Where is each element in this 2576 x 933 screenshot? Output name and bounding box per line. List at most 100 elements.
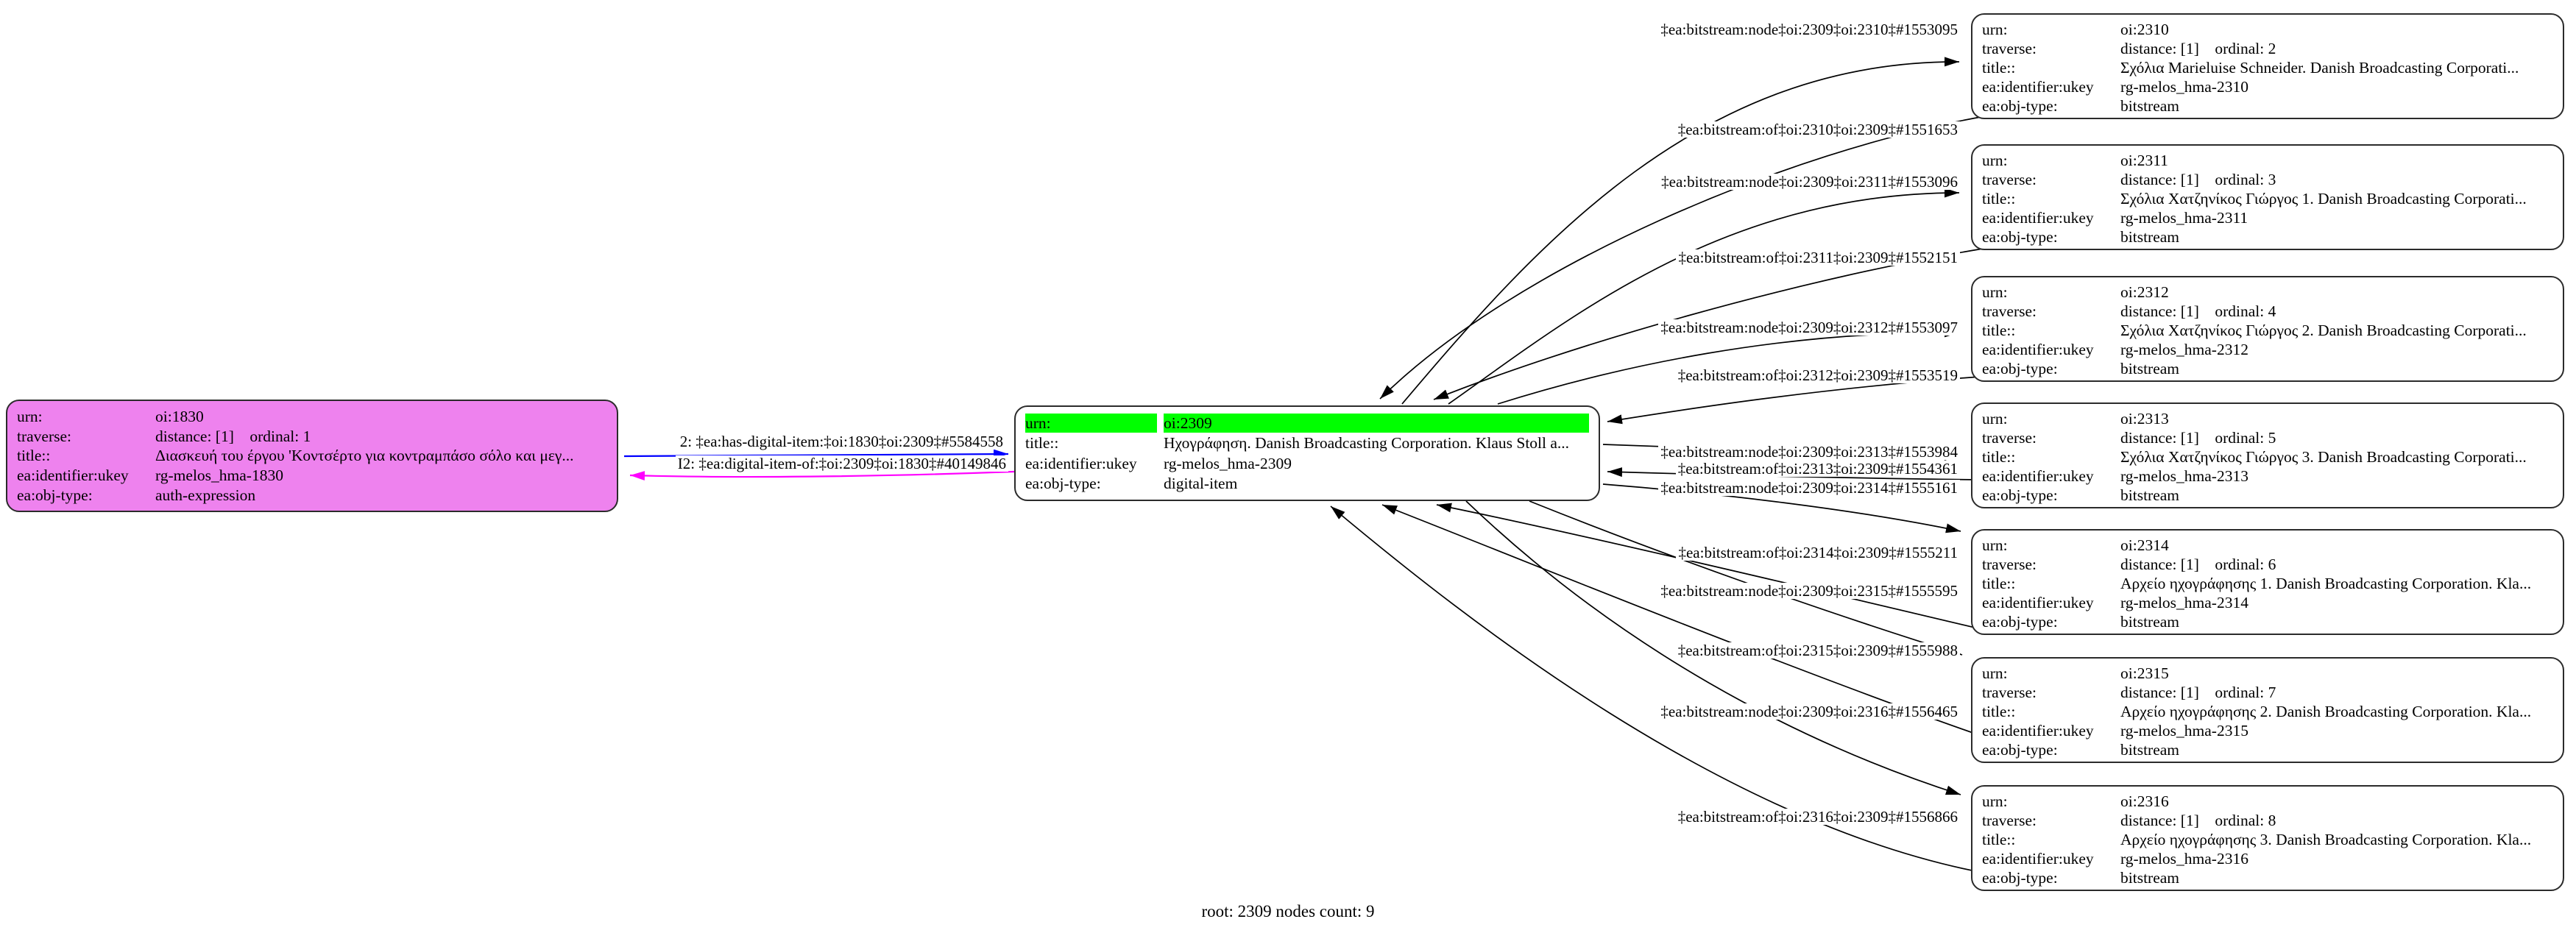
field-key: traverse: [1982,171,2037,188]
graph-node-oi-2316[interactable]: urn:oi:2316 traverse: distance: [1] ordin… [1971,785,2564,891]
field-value: oi:2311 [2120,152,2168,169]
field-key: ea:obj-type: [1982,869,2058,887]
edge-path [1602,483,1961,533]
field-key: ea:obj-type: [1982,360,2058,377]
field-key: title:: [1982,831,2016,848]
field-value: rg-melos_hma-2316 [2120,850,2248,868]
field-value: distance: [1] ordinal: 3 [2120,171,2276,188]
field-key: title:: [1982,59,2016,77]
field-value: Σχόλια Χατζηνίκος Γιώργος 1. Danish Broa… [2120,190,2527,207]
field-key: ea:identifier:ukey [1982,594,2094,611]
edge-path [1330,505,1984,873]
field-key: ea:identifier:ukey [1025,454,1137,472]
field-value: distance: [1] ordinal: 1 [155,427,311,445]
field-key: urn: [1982,283,2008,301]
edge-label: ‡ea:bitstream:node‡oi:2309‡oi:2316‡#1556… [1658,703,1960,720]
graph-node-oi-2315[interactable]: urn: oi:2315 traverse: distance: [1] ordin… [1971,657,2564,763]
field-row-traverse: traverse:distance: [1] ordinal: 6 [1982,555,2553,574]
field-row-title: title::Σχόλια Χατζηνίκος Γιώργος 1. Dani… [1982,189,2553,208]
field-key: ea:identifier:ukey [1982,341,2094,358]
field-value: Σχόλια Χατζηνίκος Γιώργος 2. Danish Broa… [2120,322,2527,339]
edge-path [629,470,1015,481]
edge-path [1529,500,1963,656]
edge-label: ‡ea:bitstream:node‡oi:2309‡oi:2311‡#1553… [1659,174,1960,190]
field-row-objtype: ea:obj-type:bitstream [1982,359,2553,378]
field-row-traverse: traverse: distance: [1] ordinal: 8 [1982,811,2553,830]
edge-path [1448,188,1960,405]
field-row-objtype: ea:obj-type: digital-item [1025,474,1589,493]
field-row-objtype: ea:obj-type:bitstream [1982,740,2553,759]
field-key: urn: [1982,21,2008,38]
field-row-urn: urn:oi:2316 [1982,792,2553,811]
graph-node-oi-2309-root[interactable]: urn: oi:2309 title:: Ηχογράφηση. Danish … [1014,405,1600,501]
edge-label: ‡ea:bitstream:node‡oi:2309‡oi:2315‡#1555… [1658,583,1960,599]
field-row-urn: urn:oi:2310 [1982,20,2553,39]
field-key: traverse: [17,427,72,445]
edge-label: ‡ea:bitstream:of‡oi:2316‡oi:2309‡#155686… [1675,809,1960,825]
field-key: urn: [17,407,43,425]
field-row-objtype: ea:obj-type: bitstream [1982,868,2553,887]
field-value: oi:1830 [155,407,204,425]
field-row-traverse: traverse: distance: [1] ordinal: 7 [1982,683,2553,702]
field-key: urn: [1025,413,1157,433]
field-value: Αρχείο ηχογράφησης 2. Danish Broadcastin… [2120,703,2532,720]
field-row-urn: urn:oi:2314 [1982,536,2553,555]
field-row-urn: urn: oi:2311 [1982,151,2553,170]
field-key: traverse: [1982,556,2037,573]
field-value: distance: [1] ordinal: 4 [2120,302,2276,320]
field-key: ea:obj-type: [1982,97,2058,115]
field-value: distance: [1] ordinal: 7 [2120,684,2276,701]
field-row-objtype: ea:obj-type: bitstream [1982,96,2553,116]
edge-label: ‡ea:bitstream:of‡oi:2312‡oi:2309‡#155351… [1675,367,1960,383]
graph-node-oi-1830[interactable]: urn: oi:1830 traverse: distance: [1] ord… [6,400,618,512]
graph-node-oi-2311[interactable]: urn: oi:2311 traverse: distance: [1] ordin… [1971,144,2564,250]
field-value: bitstream [2120,613,2180,631]
field-row-traverse: traverse: distance: [1] ordinal: 4 [1982,302,2553,321]
field-key: traverse: [1982,684,2037,701]
field-value: distance: [1] ordinal: 8 [2120,812,2276,829]
field-value: Διασκευή του έργου 'Κοντσέρτο για κοντρα… [155,447,574,465]
edge-label: ‡ea:bitstream:node‡oi:2309‡oi:2312‡#1553… [1658,319,1960,336]
field-key: urn: [1982,152,2008,169]
field-key: ea:identifier:ukey [1982,722,2094,739]
field-row-ukey: ea:identifier:ukey rg-melos_hma-2314 [1982,593,2553,612]
edge-label: ‡ea:bitstream:of‡oi:2311‡oi:2309‡#155215… [1676,249,1960,266]
edge-label: ‡ea:bitstream:of‡oi:2313‡oi:2309‡#155436… [1675,461,1960,477]
field-row-title: title::Σχόλια Marieluise Schneider. Dani… [1982,58,2553,77]
field-key: urn: [1982,792,2008,810]
field-key: traverse: [1982,302,2037,320]
edge-label: ‡ea:bitstream:node‡oi:2309‡oi:2310‡#1553… [1658,21,1960,38]
field-row-title: title::Αρχείο ηχογράφησης 1. Danish Broa… [1982,574,2553,593]
field-key: ea:identifier:ukey [1982,467,2094,485]
field-key: traverse: [1982,812,2037,829]
graph-node-oi-2312[interactable]: urn:oi:2312 traverse:distance: [1] ordin… [1971,276,2564,382]
edge-label: ‡ea:bitstream:of‡oi:2310‡oi:2309‡#155165… [1675,121,1960,138]
edge-label: ‡ea:bitstream:node‡oi:2309‡oi:2313‡#1553… [1658,444,1960,460]
field-key: title:: [1982,575,2016,592]
field-value: rg-melos_hma-2314 [2120,594,2248,611]
field-key: urn: [1982,664,2008,682]
field-key: ea:identifier:ukey [17,466,129,485]
field-value: bitstream [2120,869,2180,887]
field-key: ea:identifier:ukey [1982,850,2094,868]
field-value: rg-melos_hma-2309 [1164,454,1292,472]
field-key: ea:obj-type: [1982,228,2058,246]
field-key: ea:obj-type: [1982,613,2058,631]
graph-node-oi-2314[interactable]: urn:oi:2314 traverse:distance: [1] ordin… [1971,529,2564,635]
field-row-objtype: ea:obj-type:bitstream [1982,227,2553,246]
graph-node-oi-2310[interactable]: urn:oi:2310 traverse:distance: [1] ordin… [1971,13,2564,119]
field-value: rg-melos_hma-2315 [2120,722,2248,739]
field-value: oi:2315 [2120,664,2169,682]
field-value: bitstream [2120,97,2180,115]
edge-label: I2: ‡ea:digital-item-of:‡oi:2309‡oi:1830… [675,455,1008,472]
field-row-urn: urn: oi:1830 [17,407,607,426]
graph-node-oi-2313[interactable]: urn:oi:2313 traverse:distance: [1] ordin… [1971,402,2564,508]
edge-path [1381,504,1982,737]
field-row-urn: urn: oi:2315 [1982,664,2553,683]
field-key: ea:obj-type: [17,486,93,505]
field-key: title:: [17,447,51,465]
field-row-title: title::Αρχείο ηχογράφησης 3. Danish Broa… [1982,830,2553,849]
